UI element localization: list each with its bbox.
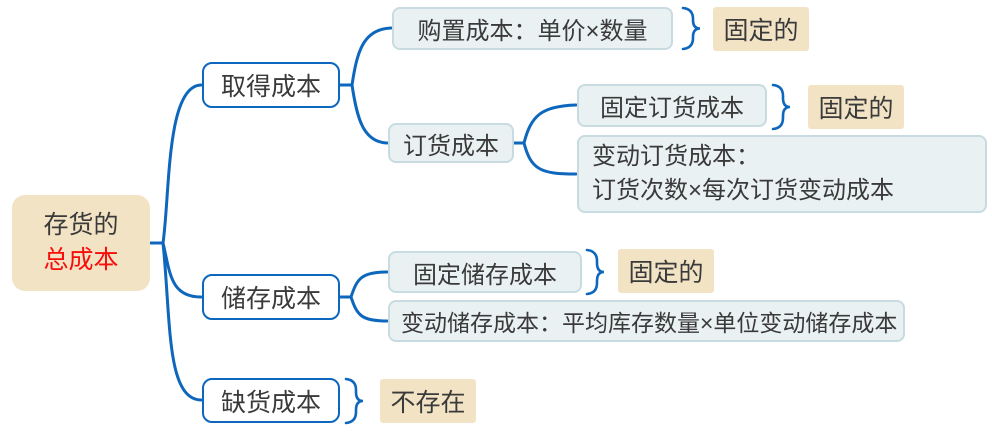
node-label: 储存成本 bbox=[220, 285, 321, 313]
tag-ordering-fixed[interactable]: 固定的 bbox=[808, 85, 904, 129]
node-label: 取得成本 bbox=[220, 73, 321, 101]
root-node-total-cost[interactable]: 存货的 总成本 bbox=[12, 195, 150, 291]
node-label-line2: 订货次数×每次订货变动成本 bbox=[592, 177, 895, 204]
node-fixed-storage-cost[interactable]: 固定储存成本 bbox=[388, 251, 582, 293]
node-ordering-cost[interactable]: 订货成本 bbox=[388, 123, 514, 163]
tag-purchase-fixed[interactable]: 固定的 bbox=[713, 7, 809, 51]
tag-shortage-nonexistent[interactable]: 不存在 bbox=[380, 379, 476, 423]
brace-icon bbox=[585, 248, 605, 296]
node-purchase-cost[interactable]: 购置成本：单价×数量 bbox=[392, 7, 673, 50]
tag-storage-fixed[interactable]: 固定的 bbox=[618, 249, 714, 293]
node-variable-ordering-cost[interactable]: 变动订货成本： 订货次数×每次订货变动成本 bbox=[577, 135, 987, 213]
brace-icons bbox=[344, 6, 791, 425]
node-fixed-ordering-cost[interactable]: 固定订货成本 bbox=[577, 84, 767, 127]
node-label: 变动储存成本：平均库存数量×单位变动储存成本 bbox=[401, 310, 898, 336]
node-acquisition-cost[interactable]: 取得成本 bbox=[202, 62, 340, 108]
tag-label: 不存在 bbox=[390, 389, 466, 417]
tag-label: 固定的 bbox=[628, 259, 704, 287]
brace-icon bbox=[344, 377, 364, 425]
node-shortage-cost[interactable]: 缺货成本 bbox=[202, 378, 340, 423]
node-label: 订货成本 bbox=[403, 132, 499, 160]
node-variable-storage-cost[interactable]: 变动储存成本：平均库存数量×单位变动储存成本 bbox=[388, 300, 905, 342]
node-label: 缺货成本 bbox=[220, 388, 321, 417]
node-label-line1: 变动订货成本： bbox=[592, 143, 760, 170]
node-label: 购置成本：单价×数量 bbox=[417, 18, 648, 45]
brace-icon bbox=[771, 83, 791, 131]
node-label: 固定订货成本 bbox=[600, 95, 744, 122]
node-storage-cost[interactable]: 储存成本 bbox=[202, 274, 340, 320]
brace-icon bbox=[681, 6, 701, 51]
tag-label: 固定的 bbox=[818, 95, 894, 123]
tag-label: 固定的 bbox=[723, 17, 799, 45]
root-label-line1: 存货的 bbox=[43, 211, 119, 239]
node-label: 固定储存成本 bbox=[413, 261, 557, 289]
root-label-line2: 总成本 bbox=[43, 246, 119, 274]
